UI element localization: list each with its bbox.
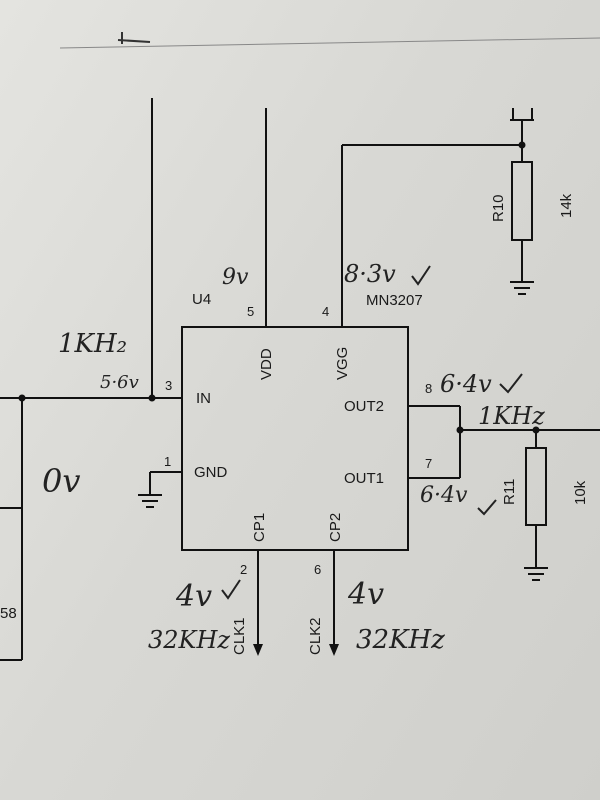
vgg-pin-number: 4 <box>322 304 329 319</box>
cp1-voltage-note: 4v <box>175 579 212 614</box>
out1-check-icon <box>477 499 497 516</box>
page-edge-line <box>59 37 600 49</box>
gnd-voltage-note: 0v <box>42 462 80 500</box>
clk1-net-label: CLK1 <box>231 617 248 655</box>
cp2-voltage-note: 4v <box>347 577 384 612</box>
clk1-arrow-icon <box>253 644 263 656</box>
r10-ref: R10 <box>490 194 507 222</box>
cp1-check-icon <box>221 579 241 600</box>
r10-value: 14k <box>558 193 575 218</box>
vdd-pin-name: VDD <box>258 348 275 380</box>
out1-pin-number: 7 <box>425 456 432 471</box>
out-junction-dot <box>456 426 464 434</box>
r11-resistor-body <box>525 447 547 526</box>
vgg-voltage-note: 8·3v <box>344 260 396 288</box>
gnd-pin-name: GND <box>194 464 228 481</box>
vgg-pin-name: VGG <box>334 347 351 380</box>
in-pin-number: 3 <box>165 378 172 393</box>
clk1-frequency-note: 32KHz <box>148 626 230 654</box>
in-pin-name: IN <box>196 390 211 407</box>
out1-pin-name: OUT1 <box>344 470 384 487</box>
clk2-frequency-note: 32KHz <box>356 625 445 655</box>
out2-voltage-note: 6·4v <box>440 370 492 398</box>
in-junction-dot <box>148 394 156 402</box>
r11-junction-dot <box>532 426 540 434</box>
clk2-net-label: CLK2 <box>307 617 324 655</box>
cp1-pin-name: CP1 <box>251 513 268 542</box>
ground-icon <box>138 494 162 508</box>
cp1-pin-number: 2 <box>240 562 247 577</box>
left-junction-dot <box>18 394 26 402</box>
vgg-check-icon <box>411 265 431 286</box>
r11-ref: R11 <box>501 479 518 505</box>
r10-resistor-body <box>511 161 533 241</box>
in-frequency-note: 1KH₂ <box>58 329 127 359</box>
r11-ground-icon <box>524 567 548 581</box>
vdd-voltage-note: 9v <box>222 265 249 290</box>
chip-body <box>181 326 409 551</box>
vdd-pin-number: 5 <box>247 304 254 319</box>
vgg-junction-dot <box>518 141 526 149</box>
out2-pin-name: OUT2 <box>344 398 384 415</box>
chip-part-number: MN3207 <box>366 292 423 309</box>
out2-check-icon <box>499 373 523 394</box>
in-voltage-note: 5·6v <box>100 372 139 393</box>
gnd-pin-number: 1 <box>164 454 171 469</box>
out2-pin-number: 8 <box>425 381 432 396</box>
clk2-arrow-icon <box>329 644 339 656</box>
cp2-pin-name: CP2 <box>327 513 344 542</box>
out-frequency-note: 1KHz <box>478 402 545 430</box>
left-edge-label: 58 <box>0 605 17 622</box>
chip-ref: U4 <box>192 291 211 308</box>
cp2-pin-number: 6 <box>314 562 321 577</box>
r11-value: 10k <box>572 480 589 505</box>
r10-ground-icon <box>510 281 534 295</box>
top-mark <box>117 39 151 43</box>
out1-voltage-note: 6·4v <box>420 483 468 508</box>
